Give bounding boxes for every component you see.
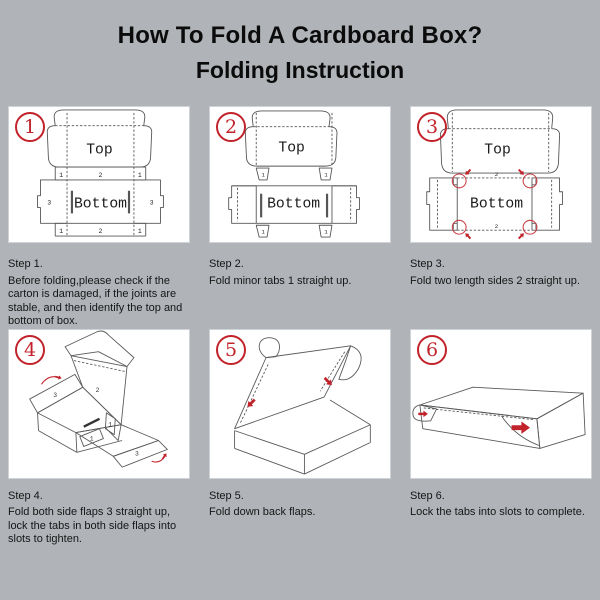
step-5-text: Step 5. Fold down back flaps. bbox=[209, 490, 390, 547]
panels-row-2: 3 2 1 1 3 4 bbox=[0, 328, 600, 479]
minor-tab-1-label: 1 bbox=[90, 435, 94, 442]
length-side-2-label: 2 bbox=[99, 172, 103, 179]
closed-box-3d-diagram bbox=[412, 386, 586, 449]
side-flap-3-label: 3 bbox=[53, 392, 57, 399]
step-2-description: Fold minor tabs 1 straight up. bbox=[209, 274, 352, 287]
step-5-panel: 5 bbox=[209, 328, 391, 479]
minor-tab-1-label: 1 bbox=[59, 172, 63, 179]
length-side-2-label: 2 bbox=[495, 171, 499, 178]
step-6-text: Step 6. Lock the tabs into slots to comp… bbox=[410, 490, 591, 547]
step-6-panel: 6 bbox=[410, 328, 592, 479]
step-4-number-badge: 4 bbox=[15, 334, 45, 365]
step-5-heading: Step 5. bbox=[209, 489, 244, 502]
length-side-2-label: 2 bbox=[99, 228, 103, 235]
step-6-heading: Step 6. bbox=[410, 489, 445, 502]
step-2-number-badge: 2 bbox=[216, 112, 246, 142]
step-1-heading: Step 1. bbox=[8, 258, 43, 270]
minor-tab-1-label: 1 bbox=[324, 229, 328, 236]
lid-closing-3d-diagram bbox=[234, 336, 371, 474]
step-4-heading: Step 4. bbox=[8, 489, 43, 502]
step-1-description: Before folding,please check if the carto… bbox=[8, 274, 183, 328]
length-side-2-label: 2 bbox=[495, 223, 499, 230]
step-4-text: Step 4. Fold both side flaps 3 straight … bbox=[8, 490, 189, 547]
minor-tab-1-label: 1 bbox=[138, 228, 142, 235]
flat-box-template-diagram: Top Bottom 1 2 1 3 3 1 2 1 bbox=[37, 109, 164, 237]
step-5-description: Fold down back flaps. bbox=[209, 506, 316, 518]
step-3-panel: Top Bottom 2 2 3 bbox=[410, 106, 592, 243]
fold-corner-arrows bbox=[465, 168, 524, 240]
step-4-panel: 3 2 1 1 3 4 bbox=[8, 328, 190, 479]
step-6-description: Lock the tabs into slots to complete. bbox=[410, 506, 585, 518]
bottom-panel-label: Bottom bbox=[267, 197, 320, 213]
sides-folded-template-diagram: Top Bottom 2 2 bbox=[426, 109, 563, 240]
length-side-2-label: 2 bbox=[96, 387, 100, 394]
step-3-description: Fold two length sides 2 straight up. bbox=[410, 274, 580, 287]
minor-tab-1-label: 1 bbox=[261, 171, 265, 178]
minor-tab-1-label: 1 bbox=[138, 172, 142, 179]
side-flap-3-label: 3 bbox=[47, 200, 51, 207]
side-flap-3-label: 3 bbox=[135, 450, 139, 457]
step-4-description: Fold both side flaps 3 straight up, lock… bbox=[8, 506, 177, 545]
step-5-number-badge: 5 bbox=[216, 334, 246, 365]
step-1-panel: Top Bottom 1 2 1 3 3 1 2 1 1 bbox=[8, 106, 190, 243]
step-3-heading: Step 3. bbox=[410, 258, 445, 270]
step-1-number-badge: 1 bbox=[15, 112, 45, 142]
step-texts-row-1: Step 1. Before folding,please check if t… bbox=[0, 243, 600, 329]
page-title: How To Fold A Cardboard Box? Folding Ins… bbox=[0, 0, 600, 106]
bottom-panel-label: Bottom bbox=[470, 197, 523, 213]
step-2-panel: Top Bottom 1 1 1 1 2 bbox=[209, 106, 391, 243]
minor-tab-1-label: 1 bbox=[108, 421, 112, 428]
step-1-text: Step 1. Before folding,please check if t… bbox=[8, 258, 189, 329]
minor-tab-1-label: 1 bbox=[59, 228, 63, 235]
side-flap-3-label: 3 bbox=[150, 200, 154, 207]
bottom-panel-label: Bottom bbox=[74, 197, 127, 213]
tabs-folded-template-diagram: Top Bottom 1 1 1 1 bbox=[228, 110, 360, 238]
minor-tab-1-label: 1 bbox=[261, 229, 265, 236]
step-6-number-badge: 6 bbox=[417, 334, 447, 365]
top-flap-label: Top bbox=[86, 142, 113, 158]
panels-row-1: Top Bottom 1 2 1 3 3 1 2 1 1 bbox=[0, 106, 600, 243]
step-texts-row-2: Step 4. Fold both side flaps 3 straight … bbox=[0, 479, 600, 547]
top-flap-label: Top bbox=[484, 142, 511, 158]
minor-tab-1-label: 1 bbox=[324, 171, 328, 178]
step-2-heading: Step 2. bbox=[209, 258, 244, 270]
step-3-number-badge: 3 bbox=[417, 112, 447, 142]
top-flap-label: Top bbox=[278, 140, 305, 156]
step-3-text: Step 3. Fold two length sides 2 straight… bbox=[410, 258, 591, 329]
open-box-3d-diagram: 3 2 1 1 3 bbox=[29, 330, 168, 468]
title-line-2: Folding Instruction bbox=[195, 57, 405, 83]
step-2-text: Step 2. Fold minor tabs 1 straight up. bbox=[209, 258, 390, 329]
title-line-1: How To Fold A Cardboard Box? bbox=[117, 22, 483, 49]
